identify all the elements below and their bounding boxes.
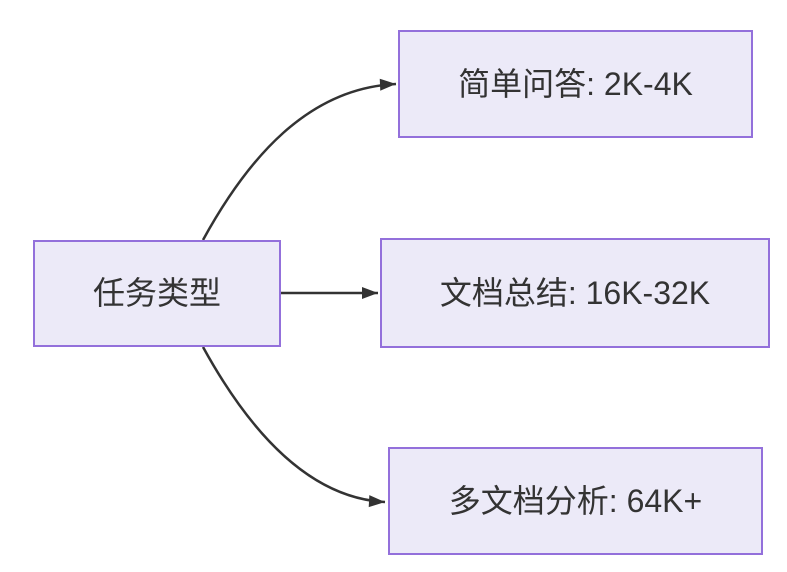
edge-root-to-multi-doc — [201, 346, 386, 508]
node-multi-doc-analysis-label: 多文档分析: 64K+ — [448, 482, 703, 519]
node-doc-summary: 文档总结: 16K-32K — [380, 238, 770, 348]
edge-root-to-simple-qa — [201, 78, 397, 241]
node-multi-doc-analysis: 多文档分析: 64K+ — [388, 447, 763, 555]
node-doc-summary-label: 文档总结: 16K-32K — [439, 274, 711, 311]
node-simple-qa-label: 简单问答: 2K-4K — [458, 65, 693, 102]
node-simple-qa: 简单问答: 2K-4K — [398, 30, 753, 138]
node-task-type-label: 任务类型 — [92, 275, 221, 312]
node-task-type: 任务类型 — [33, 240, 281, 347]
